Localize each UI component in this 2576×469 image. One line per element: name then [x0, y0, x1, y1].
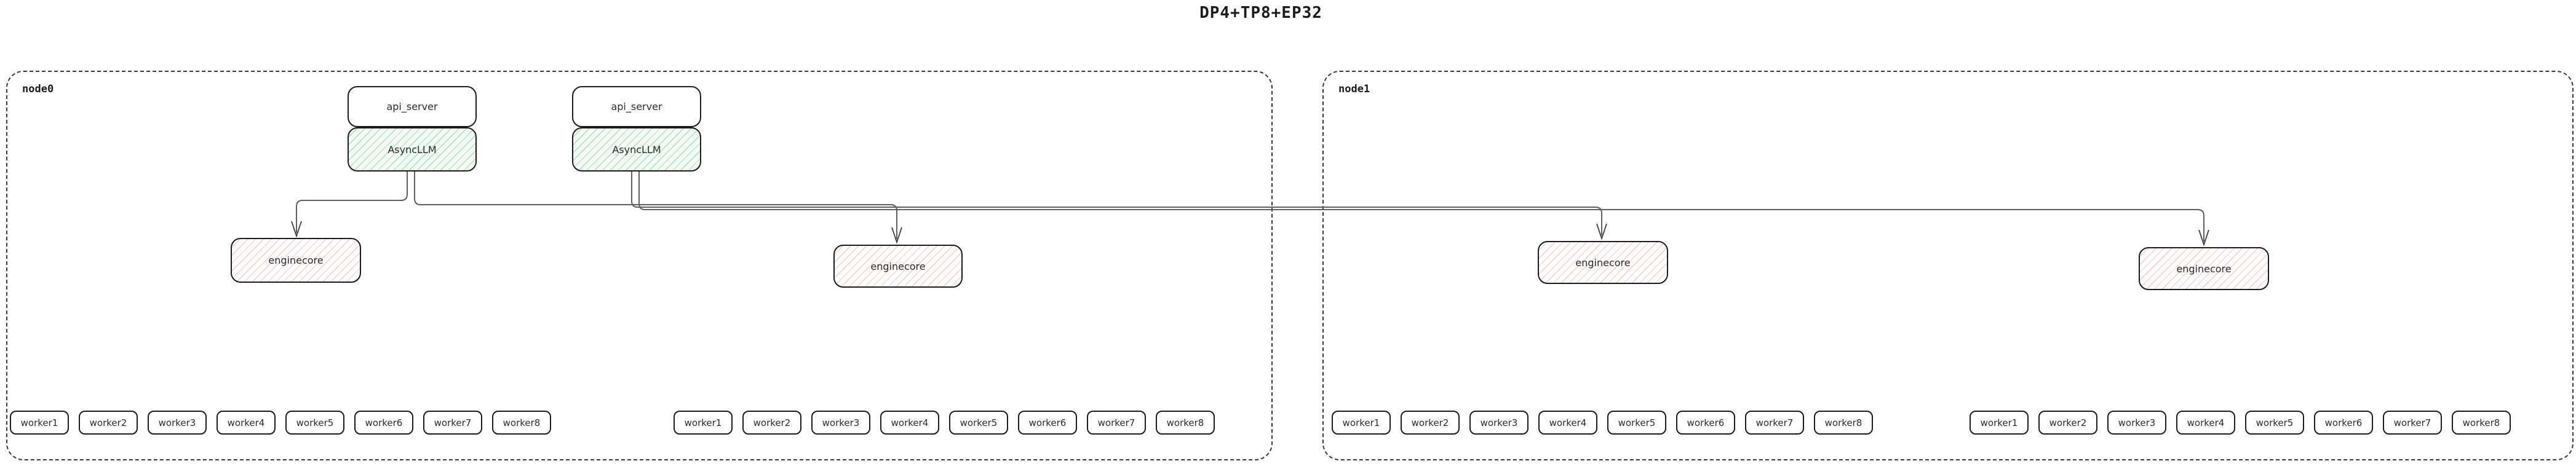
worker-box: worker2: [79, 411, 138, 435]
asyncllm-1-label: AsyncLLM: [388, 143, 437, 156]
worker-box: worker1: [1332, 411, 1391, 435]
worker-box: worker6: [1676, 411, 1735, 435]
enginecore-2-label: enginecore: [870, 260, 926, 272]
worker-box: worker2: [1401, 411, 1460, 435]
enginecore-4-label: enginecore: [2176, 262, 2232, 275]
worker-box: worker1: [1970, 411, 2029, 435]
worker-box: worker4: [880, 411, 939, 435]
worker-group-node0-a: worker1 worker2 worker3 worker4 worker5 worke…: [10, 411, 551, 435]
asyncllm-2-label: AsyncLLM: [612, 143, 661, 156]
worker-box: worker2: [742, 411, 801, 435]
api-server-1-label: api_server: [386, 101, 438, 112]
node1-box: node1: [1322, 71, 2574, 460]
worker-box: worker3: [2107, 411, 2166, 435]
worker-box: worker5: [1607, 411, 1666, 435]
worker-box: worker8: [1156, 411, 1215, 435]
asyncllm-1-box: AsyncLLM: [348, 127, 477, 171]
worker-box: worker4: [1538, 411, 1597, 435]
worker-box: worker2: [2038, 411, 2097, 435]
worker-box: worker5: [2245, 411, 2304, 435]
worker-box: worker7: [423, 411, 482, 435]
worker-box: worker4: [217, 411, 276, 435]
worker-box: worker1: [674, 411, 733, 435]
worker-box: worker4: [2176, 411, 2235, 435]
worker-box: worker7: [2383, 411, 2442, 435]
worker-box: worker3: [811, 411, 870, 435]
api-server-1-box: api_server: [348, 86, 477, 127]
worker-box: worker8: [492, 411, 551, 435]
worker-box: worker8: [2452, 411, 2511, 435]
node0-label: node0: [22, 83, 54, 95]
enginecore-4-box: enginecore: [2139, 247, 2269, 290]
worker-box: worker7: [1745, 411, 1804, 435]
node1-label: node1: [1338, 83, 1370, 95]
worker-group-node0-b: worker1 worker2 worker3 worker4 worker5 worke…: [674, 411, 1215, 435]
enginecore-2-box: enginecore: [833, 245, 963, 288]
enginecore-1-label: enginecore: [268, 254, 324, 266]
node0-box: node0: [6, 71, 1273, 460]
diagram-title: DP4+TP8+EP32: [1199, 4, 1322, 22]
enginecore-1-box: enginecore: [231, 238, 361, 283]
worker-group-node1-b: worker1 worker2 worker3 worker4 worker5 worke…: [1970, 411, 2511, 435]
worker-box: worker6: [1018, 411, 1077, 435]
asyncllm-2-box: AsyncLLM: [572, 127, 701, 171]
worker-box: worker3: [148, 411, 207, 435]
worker-box: worker6: [354, 411, 413, 435]
enginecore-3-label: enginecore: [1575, 256, 1631, 269]
worker-box: worker8: [1814, 411, 1873, 435]
worker-box: worker3: [1469, 411, 1529, 435]
worker-box: worker5: [285, 411, 344, 435]
worker-box: worker1: [10, 411, 69, 435]
worker-box: worker7: [1087, 411, 1146, 435]
enginecore-3-box: enginecore: [1538, 241, 1668, 284]
api-server-2-label: api_server: [611, 101, 662, 112]
worker-box: worker5: [949, 411, 1008, 435]
worker-box: worker6: [2314, 411, 2373, 435]
worker-group-node1-a: worker1 worker2 worker3 worker4 worker5 worke…: [1332, 411, 1873, 435]
api-server-2-box: api_server: [572, 86, 701, 127]
